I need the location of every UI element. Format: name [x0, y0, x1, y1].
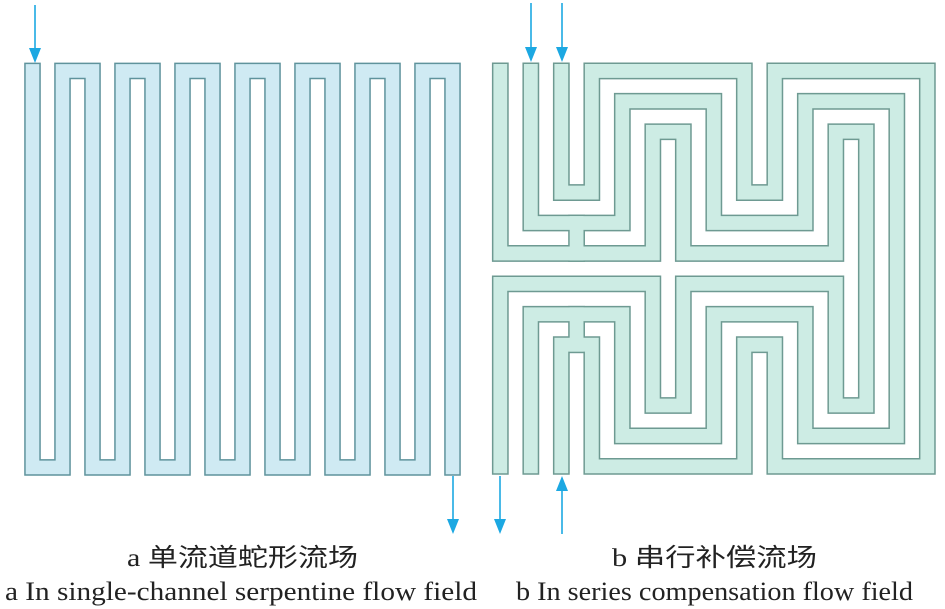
caption-b-chinese: b 串行补偿流场 [612, 544, 817, 572]
compensation-channel [493, 64, 874, 474]
arrowhead-icon [556, 476, 568, 491]
caption-a-chinese: a 单流道蛇形流场 [127, 544, 358, 572]
series-compensation-flow-field [491, 62, 936, 475]
serpentine-channel [25, 64, 460, 475]
inlet-arrow-a [29, 5, 41, 63]
caption-a-english: a In single-channel serpentine flow fiel… [5, 577, 477, 606]
flow-arrows [29, 3, 568, 534]
compensation-channel [523, 64, 904, 474]
compensation-channel [554, 64, 935, 474]
arrowhead-icon [29, 48, 41, 63]
inlet-arrow-b3 [556, 476, 568, 534]
arrowhead-icon [447, 519, 459, 534]
arrowhead-icon [556, 47, 568, 62]
inlet-arrow-b1 [525, 3, 537, 62]
arrowhead-icon [525, 47, 537, 62]
arrowhead-icon [494, 519, 506, 534]
outlet-arrow-a [447, 476, 459, 534]
serpentine-flow-field [24, 62, 461, 476]
outlet-arrow-b [494, 476, 506, 534]
caption-b-english: b In series compensation flow field [516, 577, 913, 606]
inlet-arrow-b2 [556, 3, 568, 62]
